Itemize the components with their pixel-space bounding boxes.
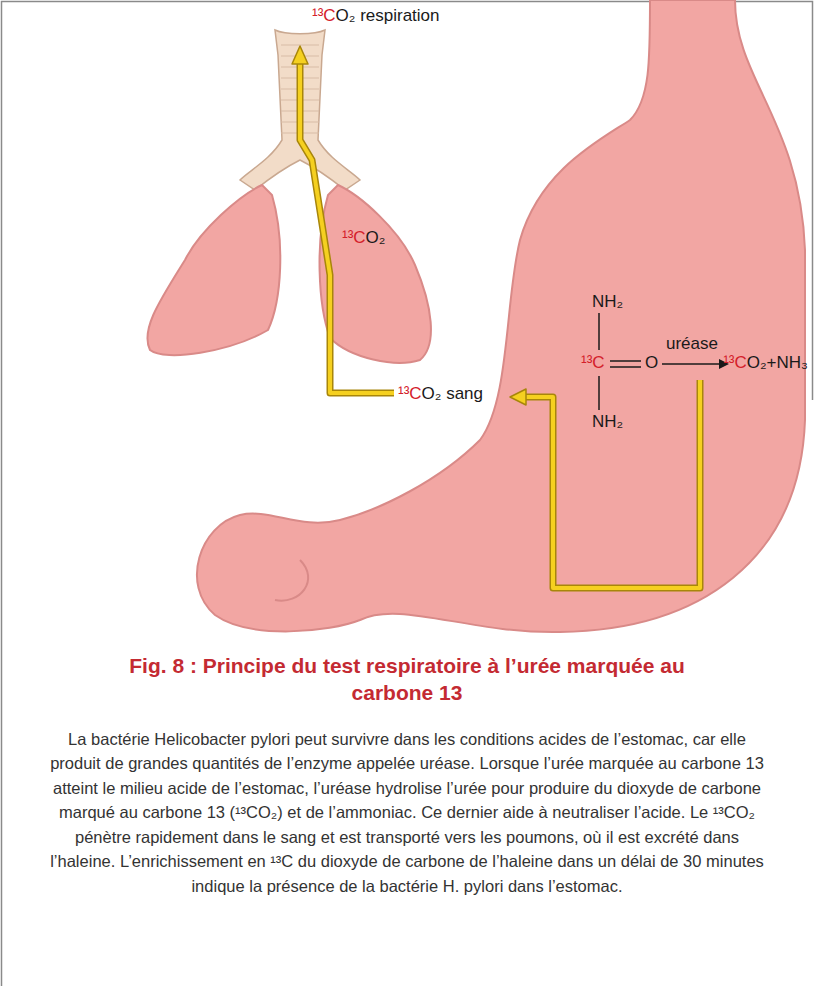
chemical-bonds xyxy=(599,313,641,410)
amine-group: NH₂ xyxy=(592,412,623,432)
reaction-arrow xyxy=(662,363,724,365)
blood-label: ¹³CO₂ sang xyxy=(398,384,483,404)
figure-title: Fig. 8 : Principe du test respiratoire à… xyxy=(107,652,707,707)
figure-caption: La bactérie Helicobacter pylori peut sur… xyxy=(42,727,772,899)
lung-label: ¹³CO₂ xyxy=(342,228,385,248)
carbon-atom: ¹³C xyxy=(581,353,605,373)
stomach xyxy=(197,0,805,632)
caption-block: Fig. 8 : Principe du test respiratoire à… xyxy=(30,652,784,898)
amine-group: NH₂ xyxy=(592,292,623,312)
pylorus-fold xyxy=(275,560,308,601)
breath-label: ¹³CO₂ respiration xyxy=(312,6,440,26)
right-lung xyxy=(320,185,431,363)
product-label: ¹³CO₂+NH₃ xyxy=(723,353,808,373)
left-lung xyxy=(147,185,280,355)
co2-route xyxy=(292,46,700,588)
enzyme-label: uréase xyxy=(666,334,718,354)
oxygen-atom: O xyxy=(645,353,658,373)
